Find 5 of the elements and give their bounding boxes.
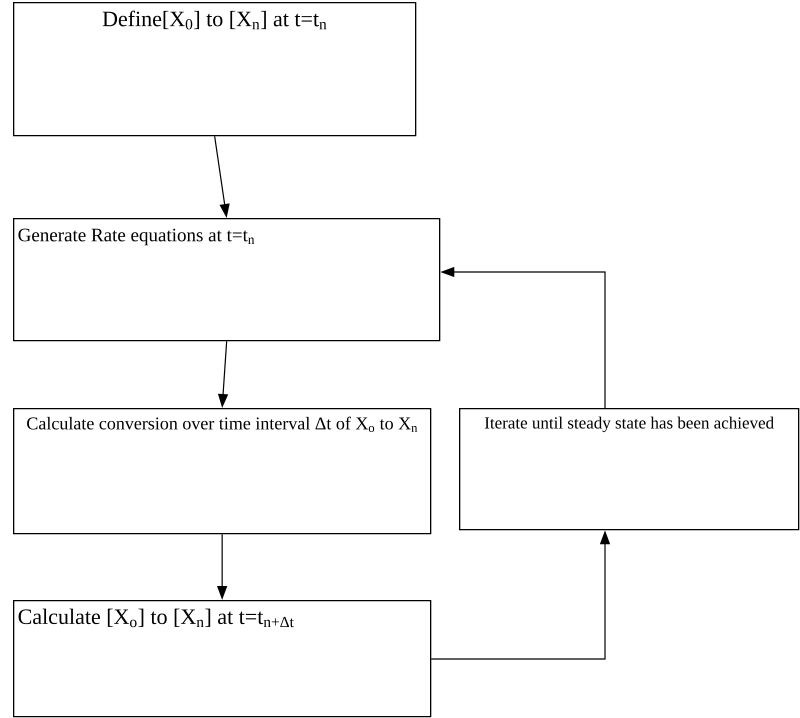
process-box: Calculate [X$_{o}$] to [X$_{n}$] at t=t$_{n+Δt}$ — [13, 600, 432, 718]
process-box: Define[X$_{0}$] to [X$_{n}$] at t=t$_{n}$ — [13, 2, 416, 136]
process-box: Iterate until steady state has been achieved — [459, 408, 800, 530]
process-box: Calculate conversion over time interval Δt of X$_{o}$ to X$_{n}$ — [13, 408, 432, 534]
process-box: Generate Rate equations at t=t$_{n}$ — [13, 218, 440, 342]
